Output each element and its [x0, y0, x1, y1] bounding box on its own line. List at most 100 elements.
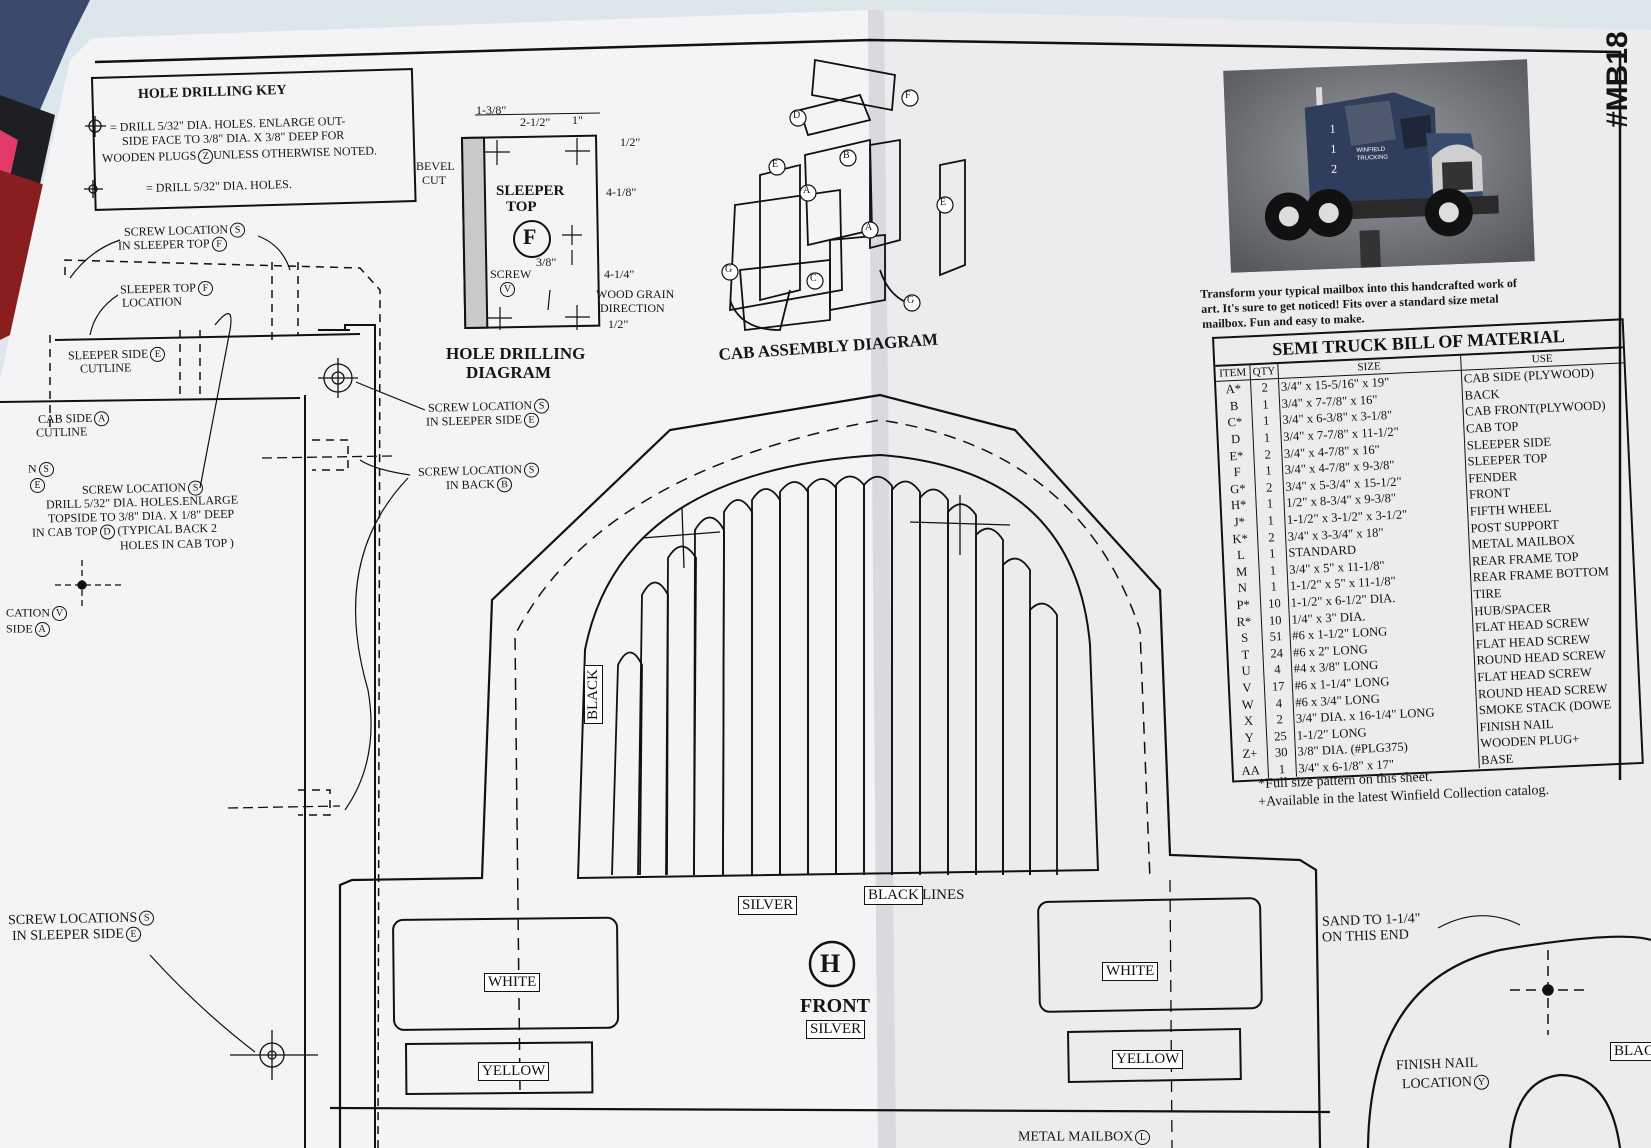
bom-cell-item: X	[1231, 711, 1267, 730]
label-yellow-right: YELLOW	[1112, 1050, 1184, 1069]
bom-cell-qty: 4	[1264, 694, 1294, 712]
cab-label-a-2: A	[865, 222, 873, 233]
bom-cell-item: W	[1230, 695, 1266, 714]
label-white-right: WHITE	[1102, 962, 1159, 981]
label-yellow-left: YELLOW	[478, 1062, 550, 1081]
dim-4-1-8: 4-1/8"	[606, 185, 637, 199]
cab-label-a-1: A	[803, 185, 811, 196]
bom-cell-item: Z+	[1232, 744, 1268, 764]
front-label: FRONT	[800, 995, 870, 1017]
bom-cell-item: A*	[1216, 379, 1252, 399]
cut-label: CUT	[422, 173, 446, 187]
bom-cell-qty: 10	[1261, 611, 1290, 629]
bom-cell-qty: 24	[1262, 644, 1291, 663]
bom-cell-qty: 1	[1259, 577, 1288, 596]
sleeper-label: SLEEPER	[496, 183, 565, 199]
bom-cell-item: P*	[1225, 595, 1262, 614]
label-white-left: WHITE	[484, 973, 541, 992]
bom-cell-qty: 1	[1251, 395, 1280, 414]
cab-label-g-2: G	[907, 295, 915, 306]
bom-cell-item: E*	[1219, 446, 1255, 465]
part-f-letter: F	[523, 224, 537, 249]
cab-label-g-1: G	[725, 264, 733, 275]
hole-diagram-caption-2: DIAGRAM	[466, 363, 551, 382]
door-text-1: WINFIELD	[1356, 146, 1386, 154]
hole-diagram-caption-1: HOLE DRILLING	[446, 344, 586, 363]
cab-label-f: F	[905, 90, 911, 101]
screw-v-label: V	[498, 282, 515, 297]
bom-cell-item: R*	[1226, 612, 1262, 631]
cab-number-1: 1	[1329, 121, 1336, 136]
top-label: TOP	[506, 199, 537, 215]
bom-cell-item: H*	[1221, 496, 1257, 515]
label-silver: SILVER	[738, 896, 798, 915]
front-pattern-outline	[329, 393, 1331, 1148]
bom-cell-qty: 1	[1258, 544, 1287, 563]
bom-cell-item: S	[1227, 628, 1263, 648]
dim-4-1-4: 4-1/4"	[604, 267, 635, 281]
dim-half-bottom: 1/2"	[608, 317, 629, 331]
wood-grain-direction-label: DIRECTION	[600, 301, 665, 315]
bom-cell-qty: 1	[1256, 511, 1285, 530]
bom-cell-qty: 2	[1265, 710, 1294, 729]
label-black-vertical: BLACK	[584, 665, 603, 724]
bom-cell-item: V	[1229, 678, 1265, 697]
callout-drill-4: HOLES IN CAB TOP )	[119, 535, 234, 553]
part-h-letter: H	[820, 949, 841, 978]
callout-e: E	[28, 478, 45, 493]
bom-cell-qty: 17	[1264, 677, 1293, 696]
bom-cell-item: J*	[1222, 512, 1258, 532]
bom-cell-qty: 2	[1257, 528, 1286, 547]
bom-header-item: ITEM	[1215, 365, 1251, 382]
cab-number-2: 1	[1330, 141, 1337, 156]
bom-cell-item: L	[1223, 546, 1259, 565]
bom-cell-item: U	[1228, 662, 1265, 681]
bom-cell-qty: 1	[1252, 412, 1281, 431]
screw-label: SCREW	[490, 267, 532, 281]
dim-1-3-8: 1-3/8"	[476, 103, 507, 117]
bom-cell-qty: 2	[1255, 478, 1284, 497]
tire-pattern	[1366, 935, 1651, 1148]
dim-2-1-2: 2-1/2"	[520, 115, 551, 129]
cab-label-c: C	[810, 273, 817, 284]
label-lines: LINES	[922, 887, 965, 903]
model-badge: #MB18	[1601, 31, 1634, 128]
left-page	[0, 10, 882, 1148]
bom-cell-item: K*	[1222, 529, 1259, 548]
product-photo: 1 1 2 WINFIELD TRUCKING	[1223, 59, 1535, 273]
right-page	[870, 10, 1651, 1148]
front-silver-label: SILVER	[806, 1020, 866, 1039]
callout-cab-side-cutline-2: CUTLINE	[35, 424, 88, 440]
bom-cell-item: M	[1224, 562, 1260, 581]
door-text-2: TRUCKING	[1356, 154, 1389, 162]
bom-cell-item: B	[1216, 396, 1253, 416]
bom-cell-qty: 1	[1254, 461, 1283, 480]
bom-cell-item: N	[1225, 579, 1261, 598]
cab-label-d: D	[793, 110, 801, 121]
dim-1: 1"	[572, 113, 583, 127]
dim-half-top: 1/2"	[620, 135, 641, 149]
bom-cell-qty: 25	[1266, 727, 1295, 745]
cab-label-e: E	[772, 159, 779, 170]
bom-cell-qty: 30	[1267, 743, 1296, 762]
cab-label-e-2: E	[940, 197, 947, 208]
grille-bars	[611, 475, 1058, 876]
bom-cell-qty: 10	[1260, 594, 1289, 613]
callout-sleeper-top-location-2: LOCATION	[121, 294, 183, 310]
bom-cell-qty: 4	[1263, 660, 1292, 679]
tire-black-label: BLAC	[1610, 1042, 1651, 1061]
dim-3-8: 3/8"	[536, 255, 557, 269]
cab-label-b: B	[843, 150, 850, 161]
sand-label-2: ON THIS END	[1321, 927, 1410, 946]
callout-sleeper-side-cutline-2: CUTLINE	[79, 360, 132, 376]
bom-cell-qty: 1	[1255, 495, 1285, 513]
bom-cell-item: D	[1218, 430, 1254, 449]
